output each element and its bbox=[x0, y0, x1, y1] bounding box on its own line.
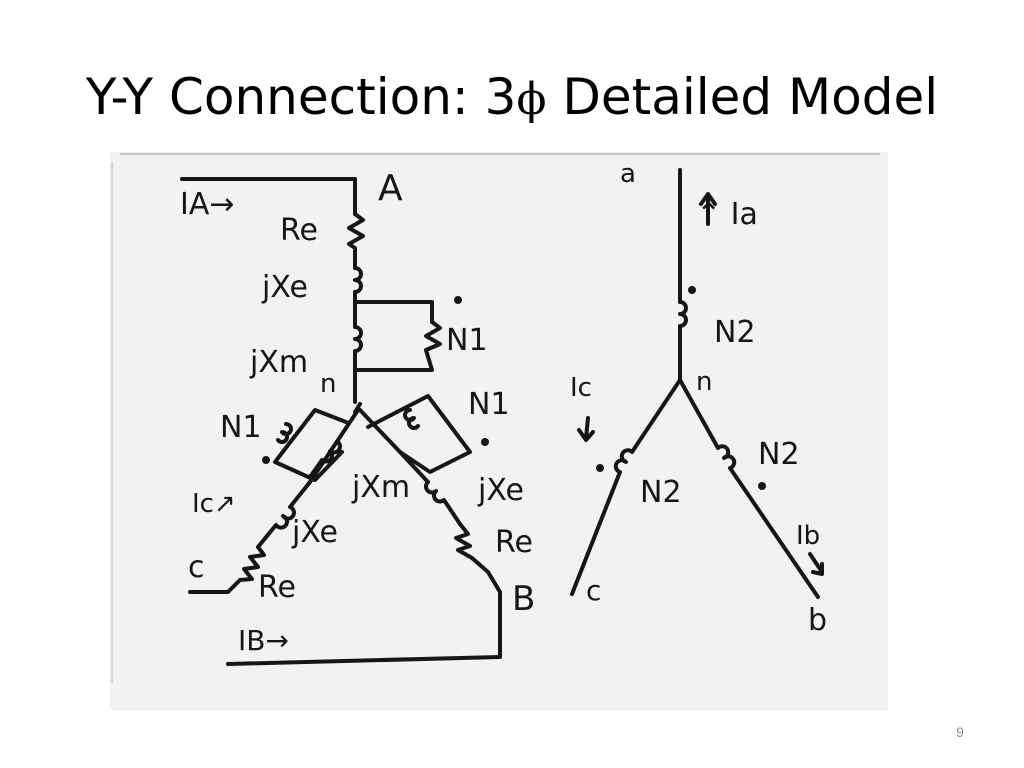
dot-primary-a bbox=[454, 296, 462, 304]
label-current-a-secondary: ↑ Ia bbox=[696, 197, 758, 232]
xe-inductor-c bbox=[256, 480, 312, 549]
label-n1-c: N1 bbox=[220, 410, 262, 445]
phi-symbol: ϕ bbox=[516, 74, 547, 125]
re-resistor-b bbox=[454, 522, 490, 574]
n2-inductor-a bbox=[678, 300, 688, 382]
dot-secondary-b bbox=[758, 482, 766, 490]
n2-inductor-b bbox=[678, 378, 820, 599]
circuit-diagram-svg: IA→ A Re jXe N1 jXm n N1 N1 jXm jXe Ic↗ … bbox=[111, 153, 881, 683]
dot-secondary-a bbox=[688, 286, 696, 294]
dot-primary-c bbox=[262, 456, 270, 464]
primary-wire-c-end bbox=[188, 578, 242, 594]
xe-inductor-a bbox=[353, 254, 363, 304]
dot-primary-b bbox=[481, 438, 489, 446]
primary-leg-c-upper bbox=[308, 408, 360, 484]
current-arrow-b bbox=[808, 552, 824, 576]
label-n2-c: N2 bbox=[640, 475, 682, 510]
label-n1-b: N1 bbox=[468, 387, 510, 422]
label-node-c-primary: c bbox=[188, 550, 205, 585]
label-node-c-secondary: c bbox=[586, 574, 601, 607]
slide-number: 9 bbox=[956, 724, 964, 740]
circuit-diagram-sketch: IA→ A Re jXe N1 jXm n N1 N1 jXm jXe Ic↗ … bbox=[110, 152, 888, 710]
label-current-c-secondary: Ic bbox=[570, 373, 592, 403]
slide-title: Y-Y Connection: 3ϕ Detailed Model bbox=[0, 62, 1024, 135]
label-re-b: Re bbox=[495, 525, 533, 560]
label-xm-b: jXm bbox=[351, 470, 410, 505]
slide-title-prefix: Y-Y Connection: 3 bbox=[85, 68, 517, 126]
label-n2-b: N2 bbox=[758, 437, 800, 472]
label-xe-b: jXe bbox=[477, 473, 524, 508]
label-re-a: Re bbox=[280, 213, 318, 248]
n1-coupling-box-a bbox=[353, 300, 442, 372]
n1-coupling-box-b bbox=[366, 394, 472, 474]
slide-title-suffix: Detailed Model bbox=[546, 68, 939, 126]
re-resistor-a bbox=[347, 212, 365, 258]
xm-inductor-b bbox=[398, 450, 462, 526]
re-resistor-c bbox=[238, 545, 266, 582]
label-current-b-secondary: Ib bbox=[796, 521, 820, 551]
label-node-a-secondary: a bbox=[620, 159, 636, 189]
n2-inductor-c bbox=[570, 378, 682, 596]
xm-inductor-c bbox=[308, 440, 342, 479]
current-arrow-c bbox=[577, 416, 595, 442]
label-current-c: Ic↗ bbox=[192, 489, 236, 519]
n1-coil-c bbox=[276, 422, 293, 444]
primary-leg-b-upper bbox=[358, 408, 402, 454]
label-node-a: A bbox=[378, 168, 403, 209]
n1-coupling-box-c bbox=[273, 408, 348, 482]
xm-inductor-a bbox=[353, 300, 363, 404]
label-current-a: IA→ bbox=[180, 187, 235, 222]
current-arrow-a bbox=[699, 192, 717, 226]
primary-wire-a-top bbox=[180, 177, 357, 216]
label-node-b-secondary: b bbox=[808, 603, 827, 638]
polarity-dots bbox=[262, 286, 766, 490]
label-node-b: B bbox=[512, 579, 535, 619]
label-xe-c: jXe bbox=[291, 515, 338, 550]
label-neutral-secondary: n bbox=[696, 367, 712, 397]
label-current-b: IB→ bbox=[238, 624, 289, 657]
label-n1-a: N1 bbox=[446, 323, 488, 358]
dot-secondary-c bbox=[596, 464, 604, 472]
primary-wire-b-bottom bbox=[226, 570, 502, 666]
label-xm-a: jXm bbox=[249, 345, 308, 380]
n1-coil-b bbox=[403, 408, 420, 430]
label-re-c: Re bbox=[258, 570, 296, 605]
label-xe-a: jXe bbox=[261, 270, 308, 305]
label-neutral-primary: n bbox=[320, 369, 336, 399]
label-n2-a: N2 bbox=[714, 315, 756, 350]
